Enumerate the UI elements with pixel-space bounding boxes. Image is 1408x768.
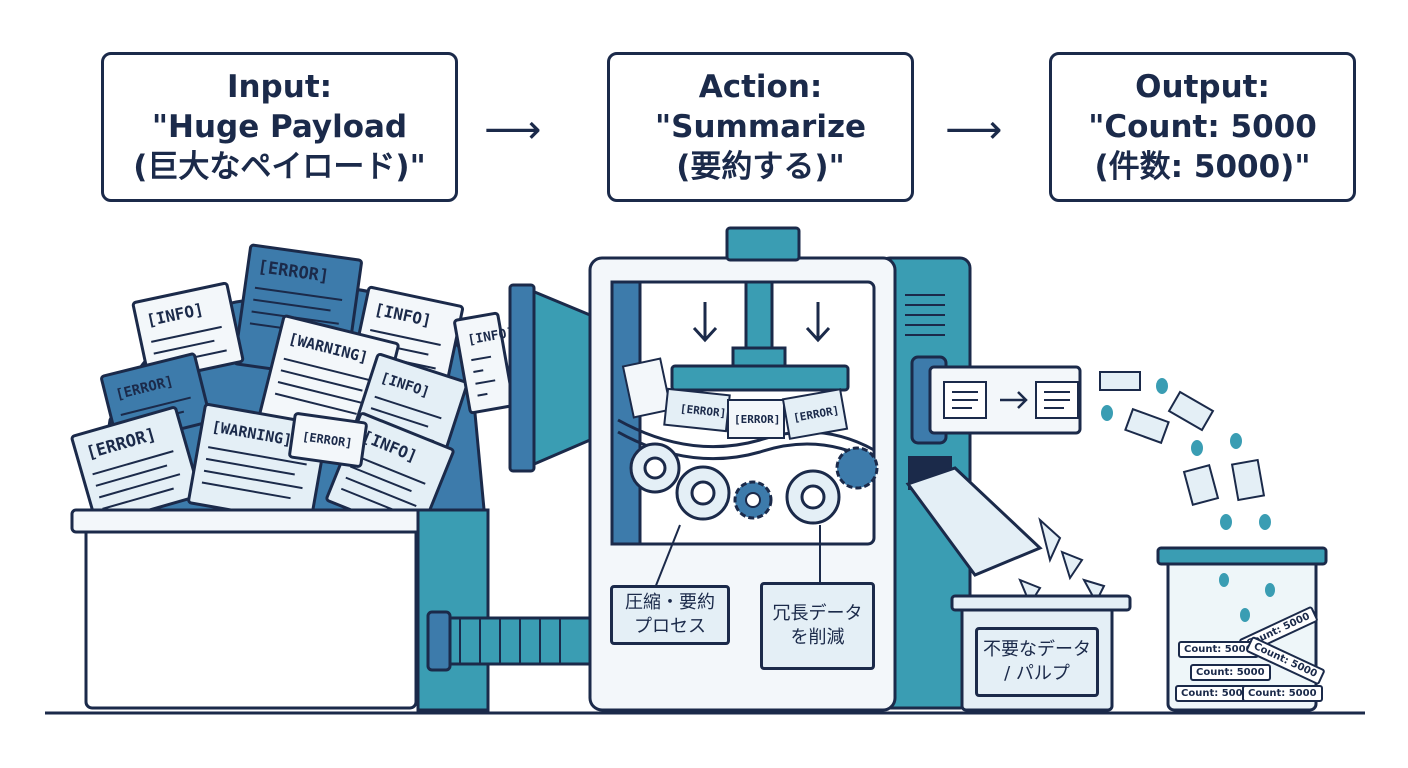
count-chip: Count: 5000 bbox=[1242, 685, 1323, 702]
output-stage-title: Output: bbox=[1135, 69, 1270, 105]
action-stage-text: "Summarize bbox=[654, 109, 867, 145]
log-document: [INFO] bbox=[453, 311, 515, 415]
input-stage-text: "Huge Payload bbox=[151, 109, 408, 145]
waste-plaque-line2: / パルプ bbox=[1004, 663, 1070, 684]
input-stage-text-jp: (巨大なペイロード)" bbox=[133, 149, 426, 185]
waste-bin-plaque: 不要なデータ / パルプ bbox=[975, 627, 1099, 697]
flying-count-slips bbox=[1099, 371, 1271, 530]
input-stage-title: Input: bbox=[226, 69, 333, 105]
waste-chute bbox=[905, 456, 1106, 607]
action-stage-text-jp: (要約する)" bbox=[676, 149, 845, 185]
action-stage-title: Action: bbox=[698, 69, 823, 105]
output-pipe bbox=[910, 355, 1082, 445]
reduce-plaque-line2: を削減 bbox=[790, 627, 845, 648]
output-stage-text: "Count: 5000 bbox=[1088, 109, 1317, 145]
action-stage-box: Action: "Summarize (要約する)" bbox=[607, 52, 914, 202]
count-chip: Count: 5000 bbox=[1178, 641, 1259, 658]
svg-text:[ERROR]: [ERROR] bbox=[734, 413, 780, 426]
reduce-redundant-plaque: 冗長データ を削減 bbox=[760, 582, 875, 670]
waste-plaque-line1: 不要なデータ bbox=[983, 639, 1091, 660]
flow-arrow-2: ⟶ bbox=[945, 107, 1003, 153]
log-document-label: [ERROR] bbox=[301, 429, 353, 450]
screw-shaft bbox=[426, 610, 602, 672]
output-stage-text-jp: (件数: 5000)" bbox=[1094, 149, 1311, 185]
compress-process-plaque: 圧縮・要約 プロセス bbox=[610, 585, 730, 645]
reduce-plaque-line1: 冗長データ bbox=[772, 603, 863, 624]
compress-plaque-line2: プロセス bbox=[634, 616, 706, 637]
output-stage-box: Output: "Count: 5000 (件数: 5000)" bbox=[1049, 52, 1356, 202]
flow-arrow-1: ⟶ bbox=[484, 107, 542, 153]
compress-plaque-line1: 圧縮・要約 bbox=[625, 592, 715, 613]
intake-funnel bbox=[508, 283, 592, 473]
count-chip: Count: 5000 bbox=[1175, 685, 1256, 702]
log-document: [ERROR] bbox=[288, 412, 368, 468]
count-chip: Count: 5000 bbox=[1190, 664, 1271, 681]
input-stage-box: Input: "Huge Payload (巨大なペイロード)" bbox=[101, 52, 458, 202]
svg-text:[ERROR]: [ERROR] bbox=[679, 402, 726, 420]
input-bin bbox=[70, 508, 490, 712]
